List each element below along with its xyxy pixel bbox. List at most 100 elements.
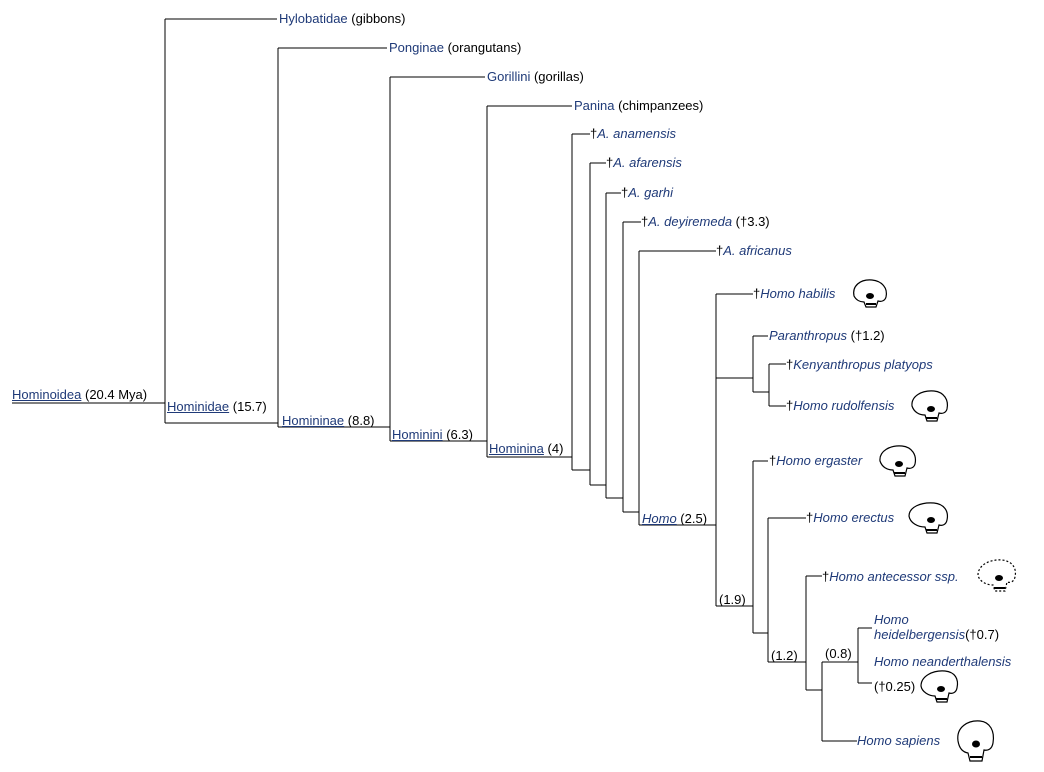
label-hominina: Hominina (4) <box>489 441 563 456</box>
label-rudolfensis: †Homo rudolfensis <box>786 398 894 413</box>
dagger-africanus: † <box>716 243 724 258</box>
panina-link[interactable]: Panina <box>574 98 615 113</box>
skull-icon <box>879 445 917 477</box>
dagger-erectus: † <box>806 510 814 525</box>
label-hylobatidae: Hylobatidae (gibbons) <box>279 11 405 26</box>
label-heidelbergensis: Homo heidelbergensis(†0.7) <box>874 612 999 642</box>
africanus-link[interactable]: A. africanus <box>723 243 792 258</box>
label-kenyanthropus: †Kenyanthropus platyops <box>786 357 933 372</box>
label-anamensis: †A. anamensis <box>590 126 676 141</box>
ponginae-link[interactable]: Ponginae <box>389 40 444 55</box>
dagger-garhi: † <box>621 185 629 200</box>
branch-sapiens <box>806 661 858 742</box>
branch-19 <box>716 460 768 633</box>
erectus-link[interactable]: Homo erectus <box>813 510 895 525</box>
gorillini-common: (gorillas) <box>530 69 584 84</box>
label-homininae: Homininae (8.8) <box>282 413 375 428</box>
heidelbergensis-link-line1[interactable]: Homo <box>874 612 909 627</box>
paranthropus-date: (†1.2) <box>847 328 885 343</box>
label-node-1-2: (1.2) <box>771 648 798 663</box>
anamensis-link[interactable]: A. anamensis <box>597 126 676 141</box>
skull-icon <box>920 670 959 703</box>
antecessor-link[interactable]: Homo antecessor ssp. <box>829 569 959 584</box>
hominini-date: (6.3) <box>442 427 473 442</box>
label-node-0-8: (0.8) <box>825 646 852 661</box>
rudolfensis-link[interactable]: Homo rudolfensis <box>793 398 895 413</box>
garhi-link[interactable]: A. garhi <box>628 185 674 200</box>
skull-icon <box>911 390 949 422</box>
kenyanthropus-link[interactable]: Kenyanthropus platyops <box>793 357 933 372</box>
sapiens-link[interactable]: Homo sapiens <box>857 733 941 748</box>
branch-homininae <box>278 76 485 441</box>
hominina-date: (4) <box>543 441 564 456</box>
branch-hominidae <box>165 47 387 427</box>
branch-garhi <box>590 192 621 498</box>
skull-icon <box>977 559 1017 592</box>
hominoidea-link[interactable]: Hominoidea <box>12 387 82 402</box>
ponginae-common: (orangutans) <box>443 40 522 55</box>
neanderthalensis-date: (†0.25) <box>874 679 916 694</box>
hominidae-date: (15.7) <box>229 399 267 414</box>
label-deyiremeda: †A. deyiremeda (†3.3) <box>641 214 770 229</box>
skull-icon <box>957 720 995 762</box>
skull-icon <box>853 279 887 308</box>
hominidae-link[interactable]: Hominidae <box>167 399 230 414</box>
panina-common: (chimpanzees) <box>614 98 704 113</box>
heidelbergensis-date: (†0.7) <box>965 627 1000 642</box>
dagger-habilis: † <box>753 286 761 301</box>
afarensis-link[interactable]: A. afarensis <box>613 155 682 170</box>
deyiremeda-link[interactable]: A. deyiremeda <box>648 214 733 229</box>
dagger-deyiremeda: † <box>641 214 649 229</box>
label-garhi: †A. garhi <box>621 185 673 200</box>
ergaster-link[interactable]: Homo ergaster <box>776 453 863 468</box>
hylobatidae-link[interactable]: Hylobatidae <box>279 11 348 26</box>
label-erectus: †Homo erectus <box>806 510 894 525</box>
branch-afarensis <box>572 162 606 485</box>
branch-hominina <box>487 133 590 470</box>
homininae-link[interactable]: Homininae <box>282 413 345 428</box>
label-sapiens: Homo sapiens <box>857 733 940 748</box>
homo-date: (2.5) <box>676 511 708 526</box>
heidelbergensis-link-line2[interactable]: heidelbergensis <box>874 627 966 642</box>
label-afarensis: †A. afarensis <box>606 155 682 170</box>
gorillini-link[interactable]: Gorillini <box>487 69 531 84</box>
label-ponginae: Ponginae (orangutans) <box>389 40 521 55</box>
dagger-antecessor: † <box>822 569 830 584</box>
label-node-1-9: (1.9) <box>719 592 746 607</box>
label-paranthropus: Paranthropus (†1.2) <box>769 328 885 343</box>
branch-hominoidea <box>12 18 277 423</box>
dagger-afarensis: † <box>606 155 614 170</box>
branch-homo <box>639 293 753 606</box>
label-hominini: Hominini (6.3) <box>392 427 473 442</box>
habilis-link[interactable]: Homo habilis <box>760 286 836 301</box>
dagger-anamensis: † <box>590 126 598 141</box>
hominina-link[interactable]: Hominina <box>489 441 544 456</box>
dagger-ergaster: † <box>769 453 777 468</box>
branch-08 <box>768 575 822 690</box>
skull-icon <box>908 502 949 534</box>
branch-12 <box>753 517 806 662</box>
hominoidea-date: (20.4 Mya) <box>81 387 148 402</box>
label-hominidae: Hominidae (15.7) <box>167 399 267 414</box>
label-africanus: †A. africanus <box>716 243 792 258</box>
branch-heidel-neander <box>857 627 872 684</box>
label-ergaster: †Homo ergaster <box>769 453 862 468</box>
label-hominoidea: Hominoidea (20.4 Mya) <box>12 387 147 402</box>
branch-africanus <box>623 250 716 525</box>
label-habilis: †Homo habilis <box>753 286 835 301</box>
neanderthalensis-link[interactable]: Homo neanderthalensis <box>874 654 1012 669</box>
homininae-date: (8.8) <box>344 413 375 428</box>
label-gorillini: Gorillini (gorillas) <box>487 69 584 84</box>
branch-hominini <box>390 105 572 457</box>
branch-deyiremeda <box>606 221 641 512</box>
hylobatidae-common: (gibbons) <box>347 11 406 26</box>
paranthropus-link[interactable]: Paranthropus <box>769 328 848 343</box>
dagger-kenyanthropus: † <box>786 357 794 372</box>
branch-kenyanthropus <box>753 363 786 407</box>
homo-link[interactable]: Homo <box>642 511 677 526</box>
label-panina: Panina (chimpanzees) <box>574 98 703 113</box>
label-antecessor: †Homo antecessor ssp. <box>822 569 959 584</box>
deyiremeda-date: (†3.3) <box>732 214 770 229</box>
hominini-link[interactable]: Hominini <box>392 427 443 442</box>
